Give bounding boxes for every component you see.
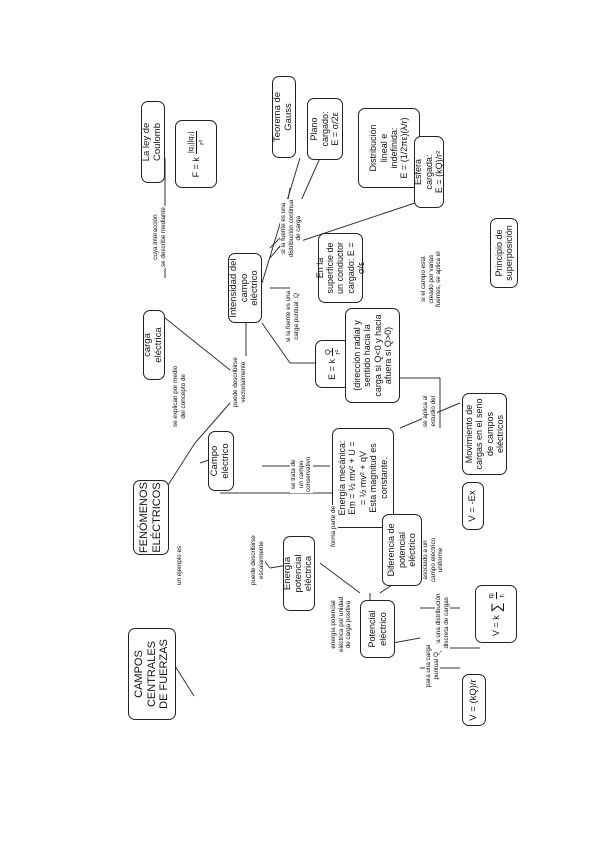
v-sum-denominator: rᵢ bbox=[496, 593, 506, 598]
coulomb-formula-lhs: F = k bbox=[190, 157, 201, 178]
label-energia-por-unidad: energía potencial eléctrica por unidad d… bbox=[330, 596, 353, 653]
label-puede-vectorialmente: puede describirse vectorialmente bbox=[232, 356, 248, 408]
node-campo-electrico: Campo eléctrico bbox=[208, 431, 234, 491]
campo-formula-denominator: r² bbox=[333, 349, 342, 355]
label-se-aplica-estudio: se aplica al estudio del bbox=[422, 394, 438, 428]
campo-formula-lhs: E = k bbox=[327, 359, 338, 380]
label-puede-escalarmente: puede describirse escalarmente bbox=[250, 534, 266, 586]
coulomb-formula-numerator: |q₁||q₂| bbox=[186, 130, 197, 155]
v-sum-sigma: ∑ bbox=[488, 602, 504, 613]
v-sum-lhs: V = k bbox=[490, 615, 501, 637]
node-campos-centrales: CAMPOS CENTRALES DE FUERZAS bbox=[128, 628, 176, 720]
label-un-ejemplo-es: un ejemplo es bbox=[176, 544, 184, 586]
node-intensidad-campo: Intensidad del campo eléctrico bbox=[228, 253, 262, 323]
node-carga-electrica: carga eléctrica bbox=[142, 310, 165, 380]
label-forma-parte-de: forma parte de bbox=[330, 505, 338, 548]
node-v-kq: V = (kQ)/r bbox=[462, 674, 486, 726]
label-cuya-interaccion: cuya interacción se describe mediante bbox=[152, 206, 168, 268]
label-si-distribucion-continua: si la fuente es una distribución continu… bbox=[280, 198, 303, 258]
node-potencial-electrico: Potencial eléctrico bbox=[360, 600, 395, 658]
node-diferencia-potencial: Diferencia de potencial eléctrico bbox=[382, 514, 422, 586]
label-se-explican: se explican por medio del concepto de bbox=[172, 364, 188, 428]
node-energia-potencial: Energía potencial eléctrica bbox=[282, 536, 315, 611]
node-superficie-conductor: En la superficie de un conductor cargado… bbox=[315, 233, 366, 303]
node-distribucion-lineal: Distribución lineal e indefinida: E = (1… bbox=[358, 108, 420, 188]
label-para-carga-puntual: para una carga puntual Q bbox=[425, 643, 441, 688]
coulomb-formula-denominator: r² bbox=[196, 139, 206, 145]
node-ley-coulomb: La ley de Coulomb bbox=[141, 101, 165, 183]
v-sum-numerator: qᵢ bbox=[486, 591, 497, 600]
label-asociado-uniforme: asociado a un campo eléctrico uniforme bbox=[422, 536, 445, 583]
label-se-trata-conservativo: se trata de un campo conservativo bbox=[290, 455, 313, 493]
node-movimiento-cargas: Movimiento de cargas en el seno de campo… bbox=[462, 393, 507, 475]
node-energia-mecanica: Energía mecánica: Em = ½ mv² + U = = ½ m… bbox=[332, 428, 394, 528]
node-esfera-cargada: Esfera cargada: E = (kQ)/r² bbox=[413, 136, 444, 208]
node-teorema-gauss: Teorema de Gauss bbox=[272, 76, 296, 158]
node-direccion-radial: (dirección radial y sentido hacia la car… bbox=[345, 308, 400, 403]
node-fenomenos-electricos: FENÓMENOS ELÉCTRICOS bbox=[133, 480, 169, 555]
label-si-carga-puntual: si la fuente es una carga puntual: Q bbox=[285, 289, 301, 343]
campo-formula-numerator: Q bbox=[322, 348, 333, 357]
node-v-ex: V = -Ex bbox=[462, 482, 484, 530]
node-principio-superposicion: Principio de superposición bbox=[490, 218, 518, 288]
node-plano-cargado: Plano cargado: E = σ/2ε bbox=[307, 98, 343, 160]
node-coulomb-formula: F = k |q₁||q₂|r² bbox=[175, 120, 217, 188]
label-si-varias-fuentes: si el campo está creado por varias fuent… bbox=[420, 250, 443, 308]
